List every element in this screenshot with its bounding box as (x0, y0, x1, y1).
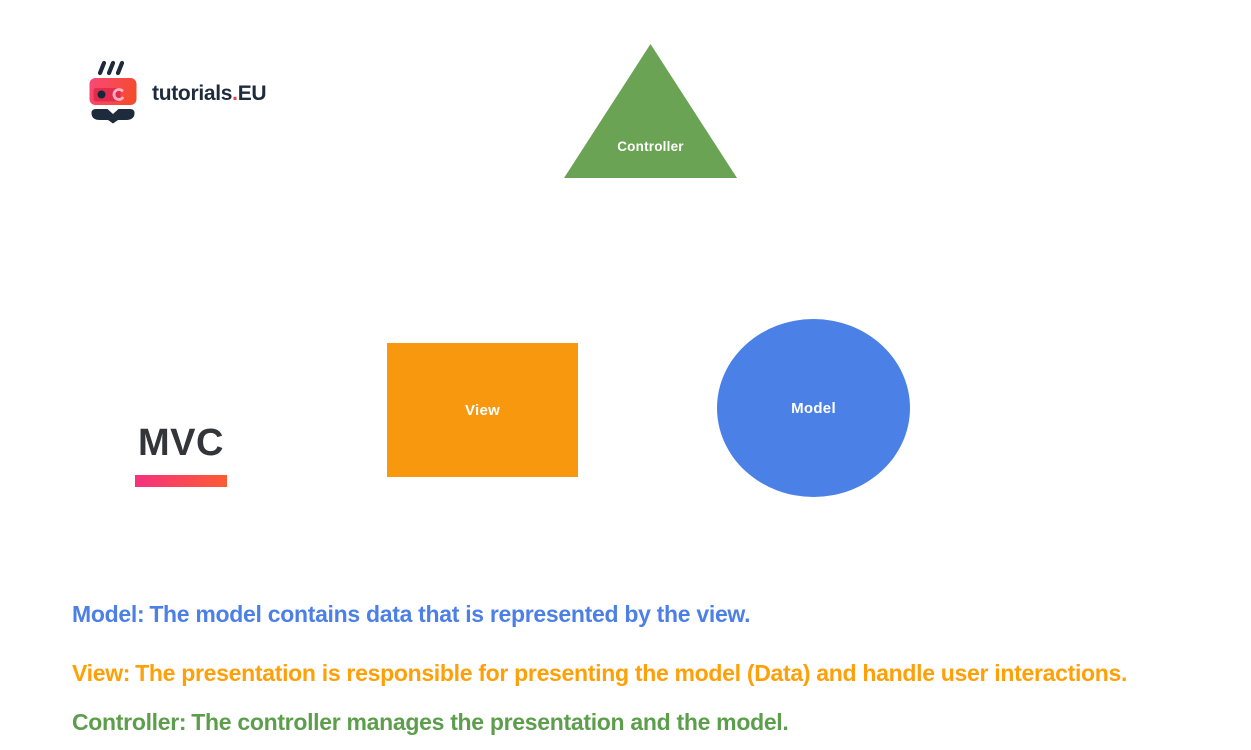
controller-shape: Controller (562, 42, 739, 180)
view-shape: View (387, 343, 578, 477)
model-shape: Model (717, 319, 910, 497)
title-underline (135, 475, 227, 487)
brand-tld: EU (237, 82, 267, 105)
note-controller: Controller:The controller manages the pr… (72, 709, 789, 735)
view-label: View (464, 401, 501, 419)
note-view: View:The presentation is responsible for… (72, 660, 1127, 686)
note-text: The presentation is responsible for pres… (135, 660, 1128, 686)
note-label: View: (72, 660, 131, 686)
controller-label: Controller (617, 139, 684, 154)
brand-wordmark: tutorials.EU (152, 82, 267, 106)
note-label: Controller: (72, 709, 187, 735)
brand-logo: tutorials.EU (89, 60, 267, 124)
note-text: The model contains data that is represen… (149, 601, 751, 627)
note-label: Model: (72, 601, 145, 627)
brand-dot: . (232, 82, 238, 105)
note-text: The controller manages the presentation … (191, 709, 789, 735)
model-label: Model (791, 399, 836, 417)
page-title: MVC (138, 422, 224, 464)
controller-triangle (564, 44, 737, 178)
note-model: Model:The model contains data that is re… (72, 601, 751, 627)
triangle-icon (564, 44, 737, 178)
mvc-title-block: MVC (135, 420, 227, 487)
brand-name: tutorials (152, 82, 233, 105)
tutorials-eu-robot-icon (89, 60, 137, 124)
